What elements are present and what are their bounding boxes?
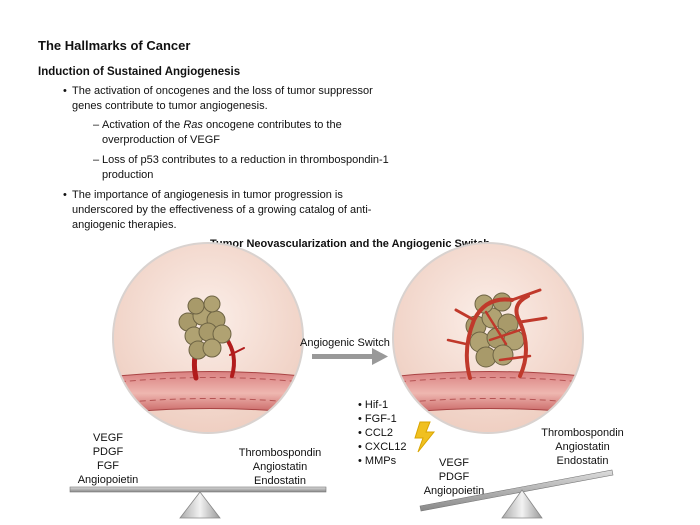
blood-vessel-right — [394, 371, 582, 416]
sub-bullet-p53-text: Loss of p53 contributes to a reduction i… — [102, 154, 389, 181]
bullet-mark: • — [63, 85, 67, 97]
factor-label: FGF — [97, 460, 119, 472]
factor-label: Angiostatin — [555, 441, 610, 453]
dash-mark: – — [93, 154, 100, 166]
section-heading: Induction of Sustained Angiogenesis — [38, 66, 241, 78]
pro-angiogenic-factors-right: VEGF PDGF Angiopoietin — [410, 456, 498, 498]
factor-item: • MMPs — [358, 455, 397, 467]
factor-item: • CCL2 — [358, 427, 394, 439]
factor-label: Angiostatin — [252, 461, 308, 473]
anti-angiogenic-factors-right: Thrombospondin Angiostatin Endostatin — [525, 426, 640, 468]
factor-label: Thrombospondin — [238, 447, 322, 459]
sub-bullet-p53: – Loss of p53 contributes to a reduction… — [93, 153, 392, 183]
diagram-title: Tumor Neovascularization and the Angioge… — [210, 238, 490, 250]
factor-item: • Hif-1 — [358, 399, 389, 411]
sub-bullet-ras-suffix: oncogene contributes to the overproducti… — [102, 119, 342, 146]
factor-label: VEGF — [439, 457, 469, 469]
sub-bullet-ras-prefix: Activation of the — [102, 119, 184, 131]
factor-label: Endostatin — [254, 475, 306, 487]
tumor-circle-right — [392, 242, 584, 434]
bullet-therapies: • The importance of angiogenesis in tumo… — [63, 188, 402, 233]
balance-scale-right — [419, 469, 614, 519]
sub-bullet-ras-italic: Ras — [183, 119, 203, 131]
balance-scale-left — [69, 486, 327, 519]
bullet-mark: • — [63, 189, 67, 201]
factor-label: Endostatin — [556, 455, 609, 467]
factor-label: Angiopoietin — [77, 474, 139, 486]
switch-factor-list: • Hif-1 • FGF-1 • CCL2 • CXCL12 • MMPs — [358, 398, 407, 468]
bullet-text: The importance of angiogenesis in tumor … — [72, 189, 372, 231]
sub-bullet-ras: – Activation of the Ras oncogene contrib… — [93, 118, 392, 148]
angiogenic-switch-label: Angiogenic Switch — [300, 337, 390, 349]
blood-vessel-left — [114, 371, 302, 416]
factor-item: • FGF-1 — [358, 413, 397, 425]
factor-label: PDGF — [438, 471, 470, 483]
neovessels-right — [446, 288, 548, 380]
right-arrow-icon — [312, 348, 388, 365]
pro-angiogenic-factors-left: VEGF PDGF FGF Angiopoietin — [62, 431, 154, 487]
tumor-mass-left — [178, 295, 232, 360]
factor-label: VEGF — [93, 432, 123, 444]
factor-label: Angiopoietin — [423, 485, 485, 497]
bullet-text: The activation of oncogenes and the loss… — [72, 85, 373, 112]
factor-label: Thrombospondin — [541, 427, 624, 439]
lightning-bolt-icon — [414, 421, 436, 453]
dash-mark: – — [93, 119, 100, 131]
factor-label: PDGF — [92, 446, 124, 458]
factor-item: • CXCL12 — [358, 441, 407, 453]
slide-title: The Hallmarks of Cancer — [38, 38, 191, 53]
bullet-oncogenes: • The activation of oncogenes and the lo… — [63, 84, 392, 114]
anti-angiogenic-factors-left: Thrombospondin Angiostatin Endostatin — [225, 446, 335, 488]
tumor-circle-left — [112, 242, 304, 434]
